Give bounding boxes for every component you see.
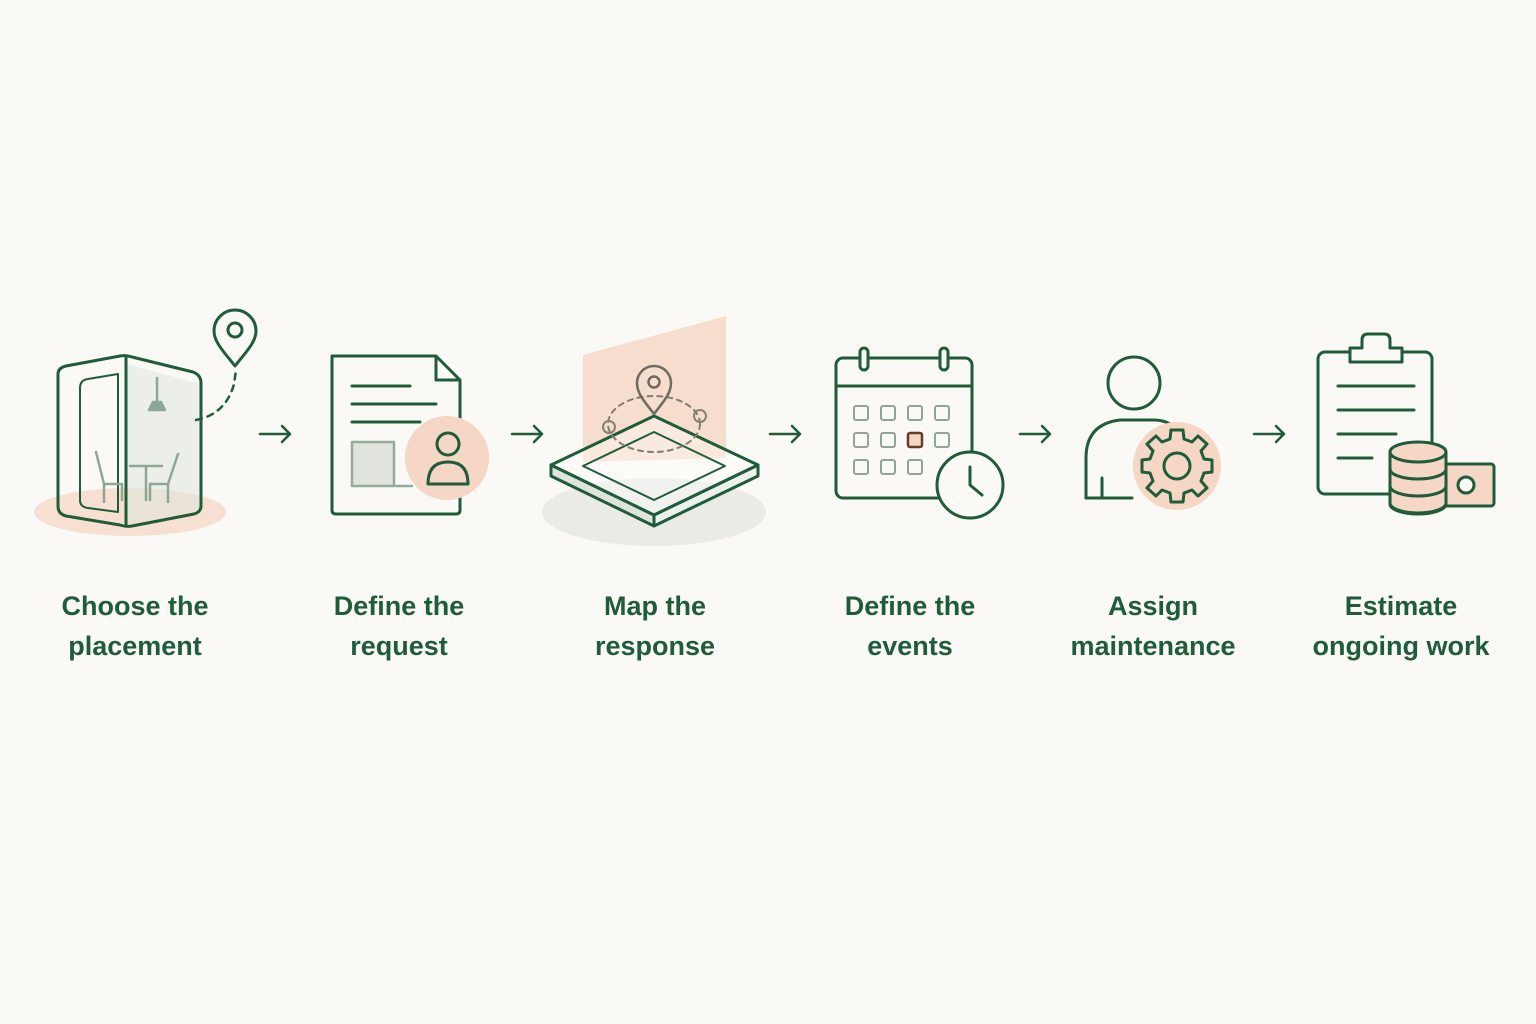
- step-label-choose-placement: Choose the placement: [5, 586, 265, 666]
- step-label-line: Map the: [603, 591, 706, 621]
- step-label-line: maintenance: [1070, 631, 1236, 661]
- step-label-line: response: [594, 631, 716, 661]
- calendar-with-clock-icon: [834, 346, 1005, 520]
- step-label-define-events: Define the events: [780, 586, 1040, 666]
- step-label-line: Choose the: [61, 591, 209, 621]
- step-label-line: Define the: [333, 591, 465, 621]
- arrow-right-icon: [1018, 424, 1052, 444]
- step-label-define-request: Define the request: [269, 586, 529, 666]
- arrow-right-icon: [258, 424, 292, 444]
- step-label-line: Estimate: [1344, 591, 1458, 621]
- clipboard-with-coins-icon: [1316, 332, 1496, 516]
- arrow-right-icon: [768, 424, 802, 444]
- document-with-person-icon: [330, 354, 489, 516]
- step-label-assign-maintenance: Assign maintenance: [1023, 586, 1283, 666]
- step-label-line: events: [867, 631, 953, 661]
- office-pod-with-location-pin-icon: [34, 308, 258, 536]
- step-label-line: request: [350, 631, 448, 661]
- map-platform-with-pin-icon: [542, 316, 766, 546]
- step-label-line: placement: [68, 631, 202, 661]
- person-with-gear-icon: [1084, 355, 1221, 510]
- step-label-line: Define the: [844, 591, 976, 621]
- arrow-right-icon: [1252, 424, 1286, 444]
- step-label-map-response: Map the response: [525, 586, 785, 666]
- arrow-right-icon: [510, 424, 544, 444]
- step-label-line: ongoing work: [1312, 631, 1490, 661]
- step-label-estimate-work: Estimate ongoing work: [1271, 586, 1531, 666]
- step-label-line: Assign: [1107, 591, 1199, 621]
